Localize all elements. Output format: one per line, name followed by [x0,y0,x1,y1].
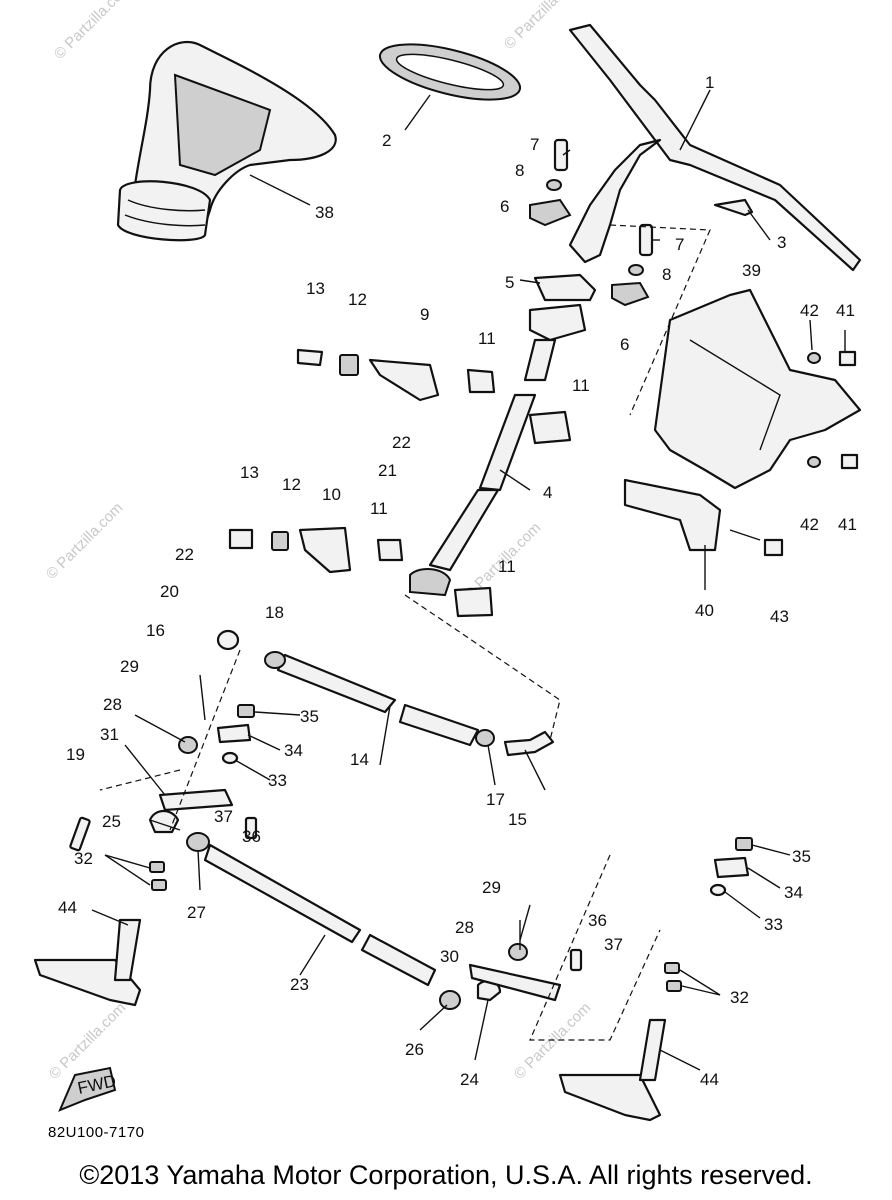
watermark-text: © Partzilla.com [46,999,129,1082]
grip-bracket-part [623,478,784,557]
callout-label: 32 [74,849,93,868]
callout-label: 7 [530,135,539,154]
callout-label: 22 [392,433,411,452]
callout-label: 36 [242,827,261,846]
callout-label: 27 [187,903,206,922]
callout-label: 13 [240,463,259,482]
callout-label: 30 [440,947,459,966]
callout-label: 24 [460,1070,479,1089]
callout-label: 11 [498,557,516,576]
callout-label: 23 [290,975,309,994]
callout-label: 37 [604,935,623,954]
callout-label: 20 [160,582,179,601]
callout-label: 14 [350,750,369,769]
callout-label: 33 [268,771,287,790]
callout-label: 35 [300,707,319,726]
callout-label: 39 [742,261,761,280]
callout-label: 11 [370,499,388,518]
callout-label: 34 [784,883,803,902]
callout-label: 41 [836,301,855,320]
callout-label: 18 [265,603,284,622]
callout-label: 8 [662,265,671,284]
callout-label: 25 [102,812,121,831]
callout-label: 7 [675,235,684,254]
handle-pad-part [378,43,522,101]
callout-label: 44 [700,1070,719,1089]
leader-lines [91,89,846,1071]
callout-label: 31 [100,725,119,744]
callout-label: 6 [500,197,509,216]
callout-label: 38 [315,203,334,222]
callout-label: 40 [695,601,714,620]
watermark-text: © Partzilla.com [51,0,134,63]
callout-label: 17 [486,790,505,809]
callout-label: 29 [482,878,501,897]
callout-label: 11 [478,329,496,348]
callout-label: 32 [730,988,749,1007]
handlebar-part [568,23,862,272]
callout-label: 42 [800,301,819,320]
dash-panel-part [653,288,862,490]
callout-label: 33 [764,915,783,934]
callout-label: 13 [306,279,325,298]
bushing-parts [228,348,572,618]
reference-lines [99,224,711,1041]
watermark-text: © Partzilla.com [501,0,584,53]
fwd-direction-badge: FWD [58,1066,118,1112]
watermark-text: © Partzilla.com [43,499,126,582]
callout-label: 22 [175,545,194,564]
callout-label: 12 [282,475,301,494]
callout-label: 35 [792,847,811,866]
callout-label: 2 [382,131,391,150]
callout-label: 5 [505,273,514,292]
callout-label: 6 [620,335,629,354]
callout-label: 34 [284,741,303,760]
callout-label: 42 [800,515,819,534]
part-callouts: 1 2 3 4 5 6 6 7 7 8 8 9 10 11 11 11 11 1… [58,73,857,1089]
callout-label: 28 [103,695,122,714]
callout-label: 19 [66,745,85,764]
copyright-notice: ©2013 Yamaha Motor Corporation, U.S.A. A… [79,1160,813,1190]
callout-label: 11 [572,376,590,395]
callout-label: 37 [214,807,233,826]
callout-label: 15 [508,810,527,829]
callout-label: 26 [405,1040,424,1059]
drawing-code: 82U100-7170 [48,1124,145,1141]
callout-label: 12 [348,290,367,309]
callout-label: 4 [543,483,552,502]
callout-label: 36 [588,911,607,930]
spindle-parts [33,861,682,1122]
callout-label: 41 [838,515,857,534]
callout-label: 3 [777,233,786,252]
callout-label: 44 [58,898,77,917]
callout-label: 10 [322,485,341,504]
callout-label: 28 [455,918,474,937]
callout-label: 21 [378,461,397,480]
watermark-text: © Partzilla.com [511,999,594,1082]
steering-column-part [409,303,587,597]
callout-label: 1 [705,73,714,92]
handlebar-cover-part [116,40,337,242]
callout-label: 29 [120,657,139,676]
steering-arm-parts [69,704,753,1002]
tie-rod-parts [186,651,495,1010]
callout-label: 9 [420,305,429,324]
callout-label: 8 [515,161,524,180]
callout-label: 43 [770,607,789,626]
callout-label: 16 [146,621,165,640]
